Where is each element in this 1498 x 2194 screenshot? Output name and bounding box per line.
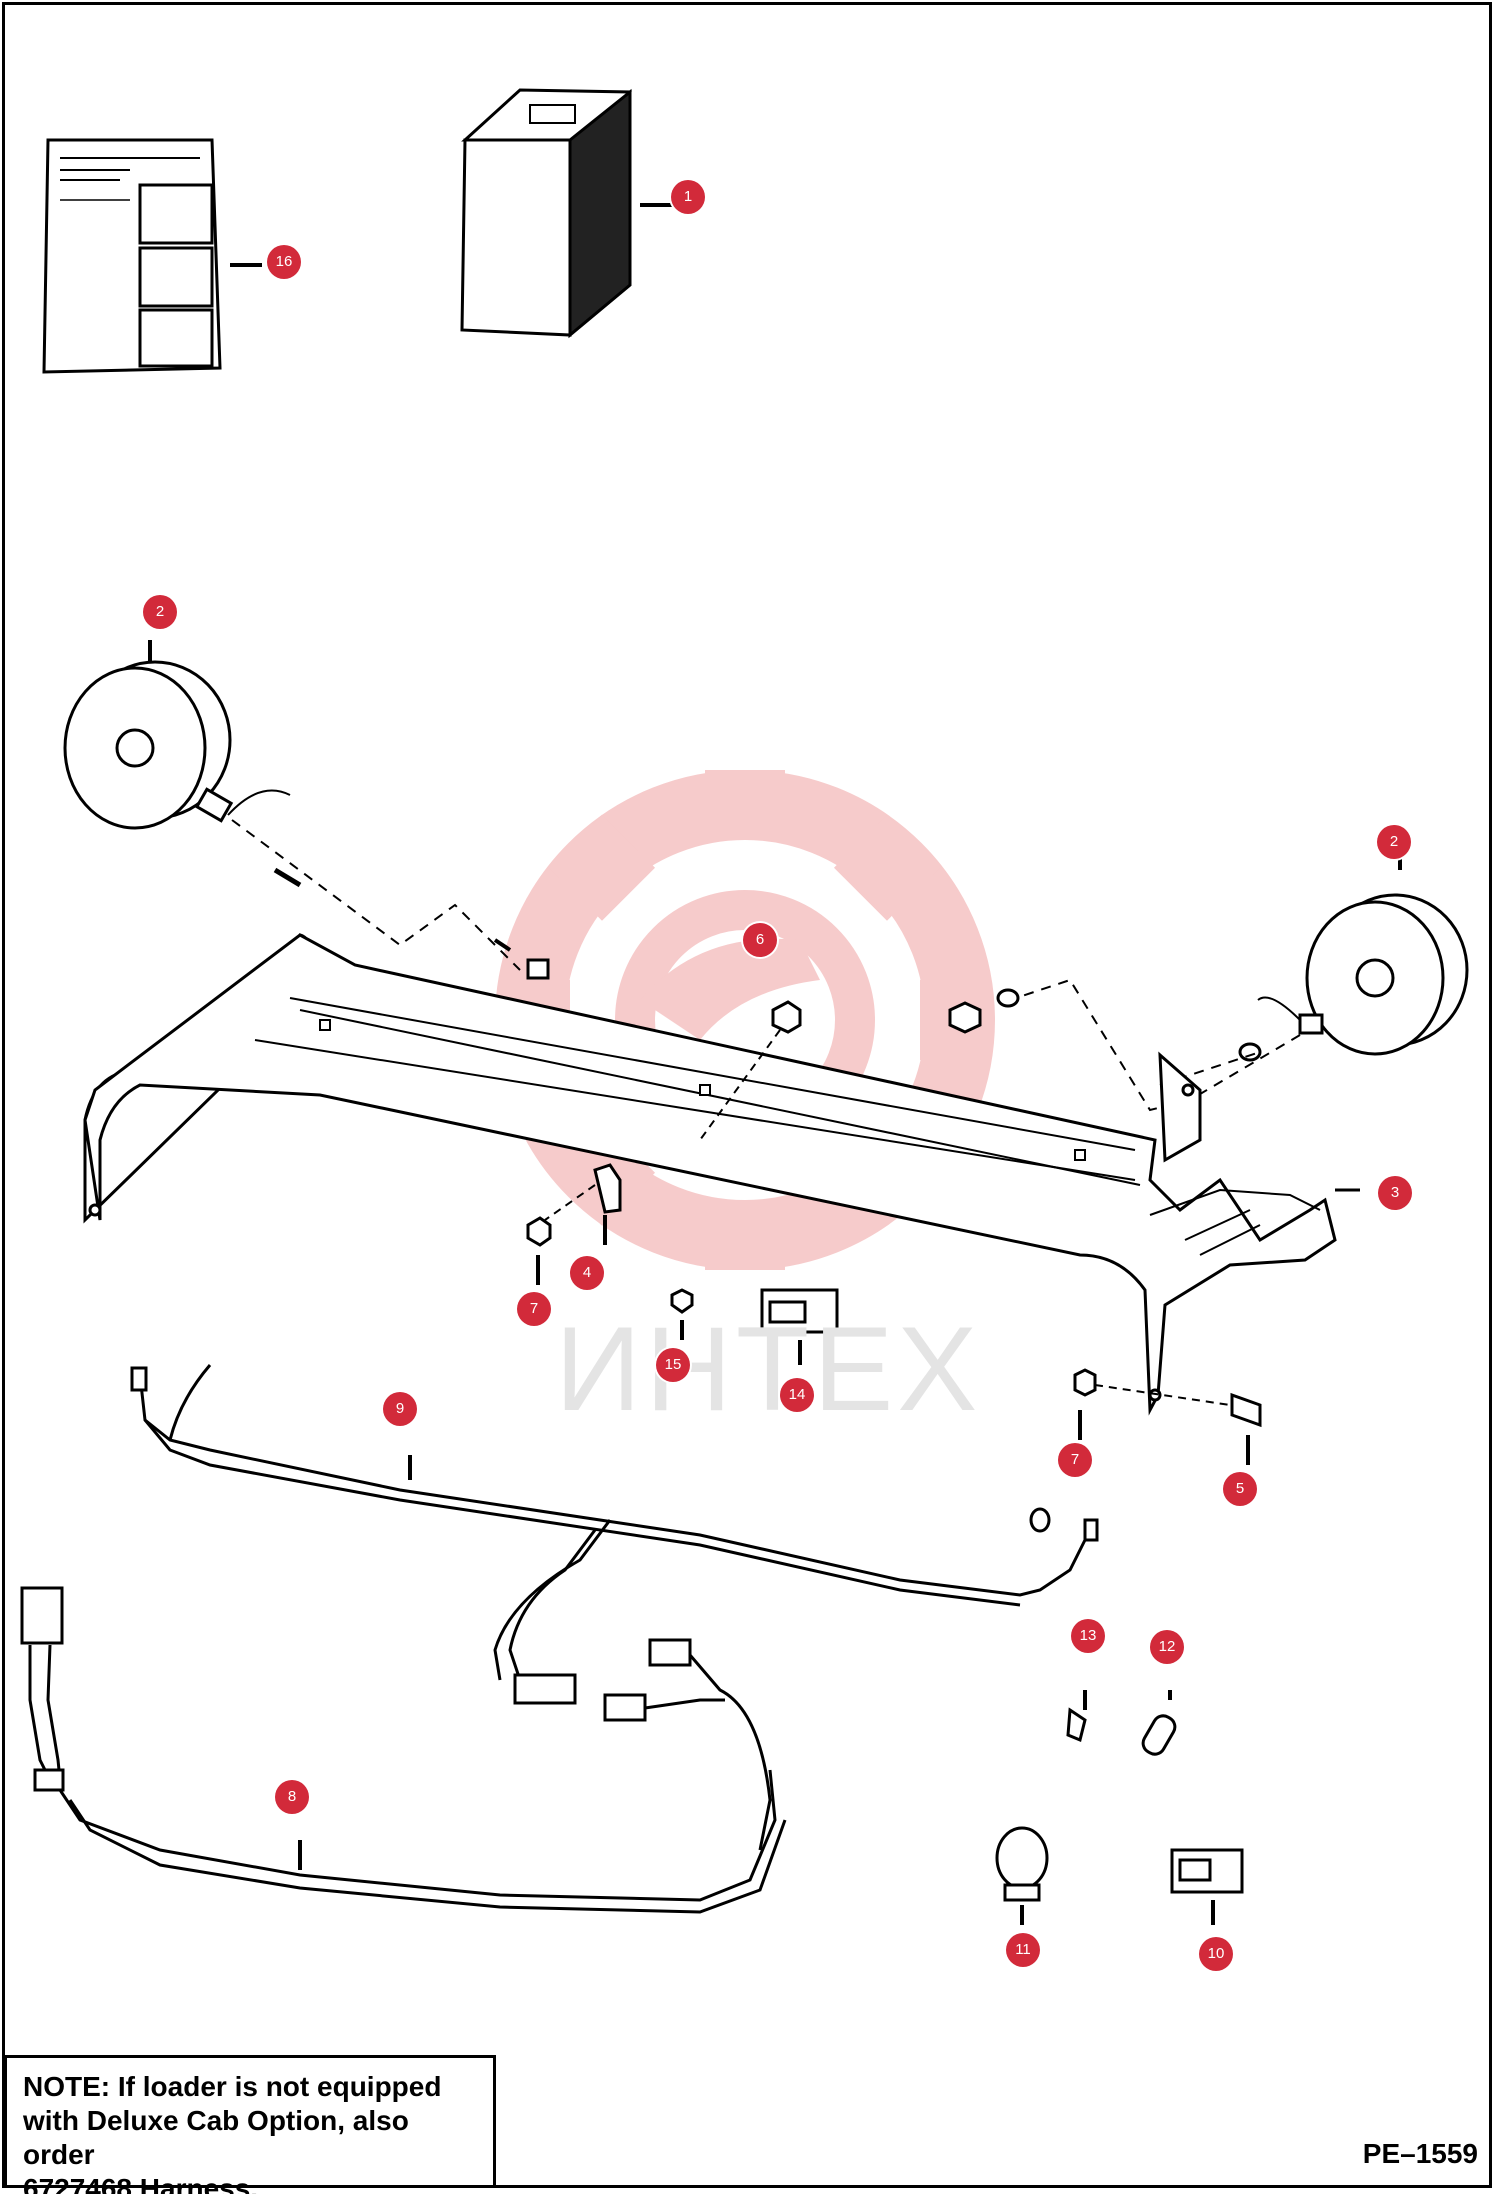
callout-15[interactable]: 15 [656, 1348, 690, 1382]
callout-9[interactable]: 9 [383, 1392, 417, 1426]
callout-3[interactable]: 3 [1378, 1176, 1412, 1210]
callout-2-left[interactable]: 2 [143, 595, 177, 629]
mounting-bracket-drawing [83, 933, 1360, 1416]
note-line-3: 6727468 Harness. [23, 2173, 259, 2194]
callout-11[interactable]: 11 [1006, 1933, 1040, 1967]
figure-code: PE–1559 [1362, 2138, 1478, 2169]
fasteners-drawing [526, 1000, 1262, 1465]
callout-13[interactable]: 13 [1071, 1619, 1105, 1653]
note-line-2: with Deluxe Cab Option, also order [23, 2105, 409, 2170]
callout-6[interactable]: 6 [743, 923, 777, 957]
callout-1[interactable]: 1 [671, 180, 705, 214]
callout-12[interactable]: 12 [1150, 1630, 1184, 1664]
callout-7-right[interactable]: 7 [1058, 1443, 1092, 1477]
callout-5[interactable]: 5 [1223, 1472, 1257, 1506]
watermark-text: ИНТЕХ [555, 1302, 982, 1436]
battery-box-drawing [460, 88, 675, 339]
note-box: NOTE: If loader is not equipped with Del… [4, 2055, 496, 2194]
callout-10[interactable]: 10 [1199, 1937, 1233, 1971]
callout-4[interactable]: 4 [570, 1256, 604, 1290]
instruction-sheet-drawing [42, 138, 262, 374]
note-line-1: NOTE: If loader is not equipped [23, 2071, 442, 2102]
callout-16[interactable]: 16 [267, 245, 301, 279]
callout-14[interactable]: 14 [780, 1378, 814, 1412]
callout-7-left[interactable]: 7 [517, 1292, 551, 1326]
callout-2-right[interactable]: 2 [1377, 825, 1411, 859]
callout-8[interactable]: 8 [275, 1780, 309, 1814]
small-components-drawing [995, 1690, 1244, 1925]
harness-8-drawing [20, 1586, 787, 1914]
harness-9-drawing [130, 1364, 1099, 1851]
horn-left-drawing [63, 640, 550, 980]
horn-right-drawing [948, 855, 1469, 1112]
